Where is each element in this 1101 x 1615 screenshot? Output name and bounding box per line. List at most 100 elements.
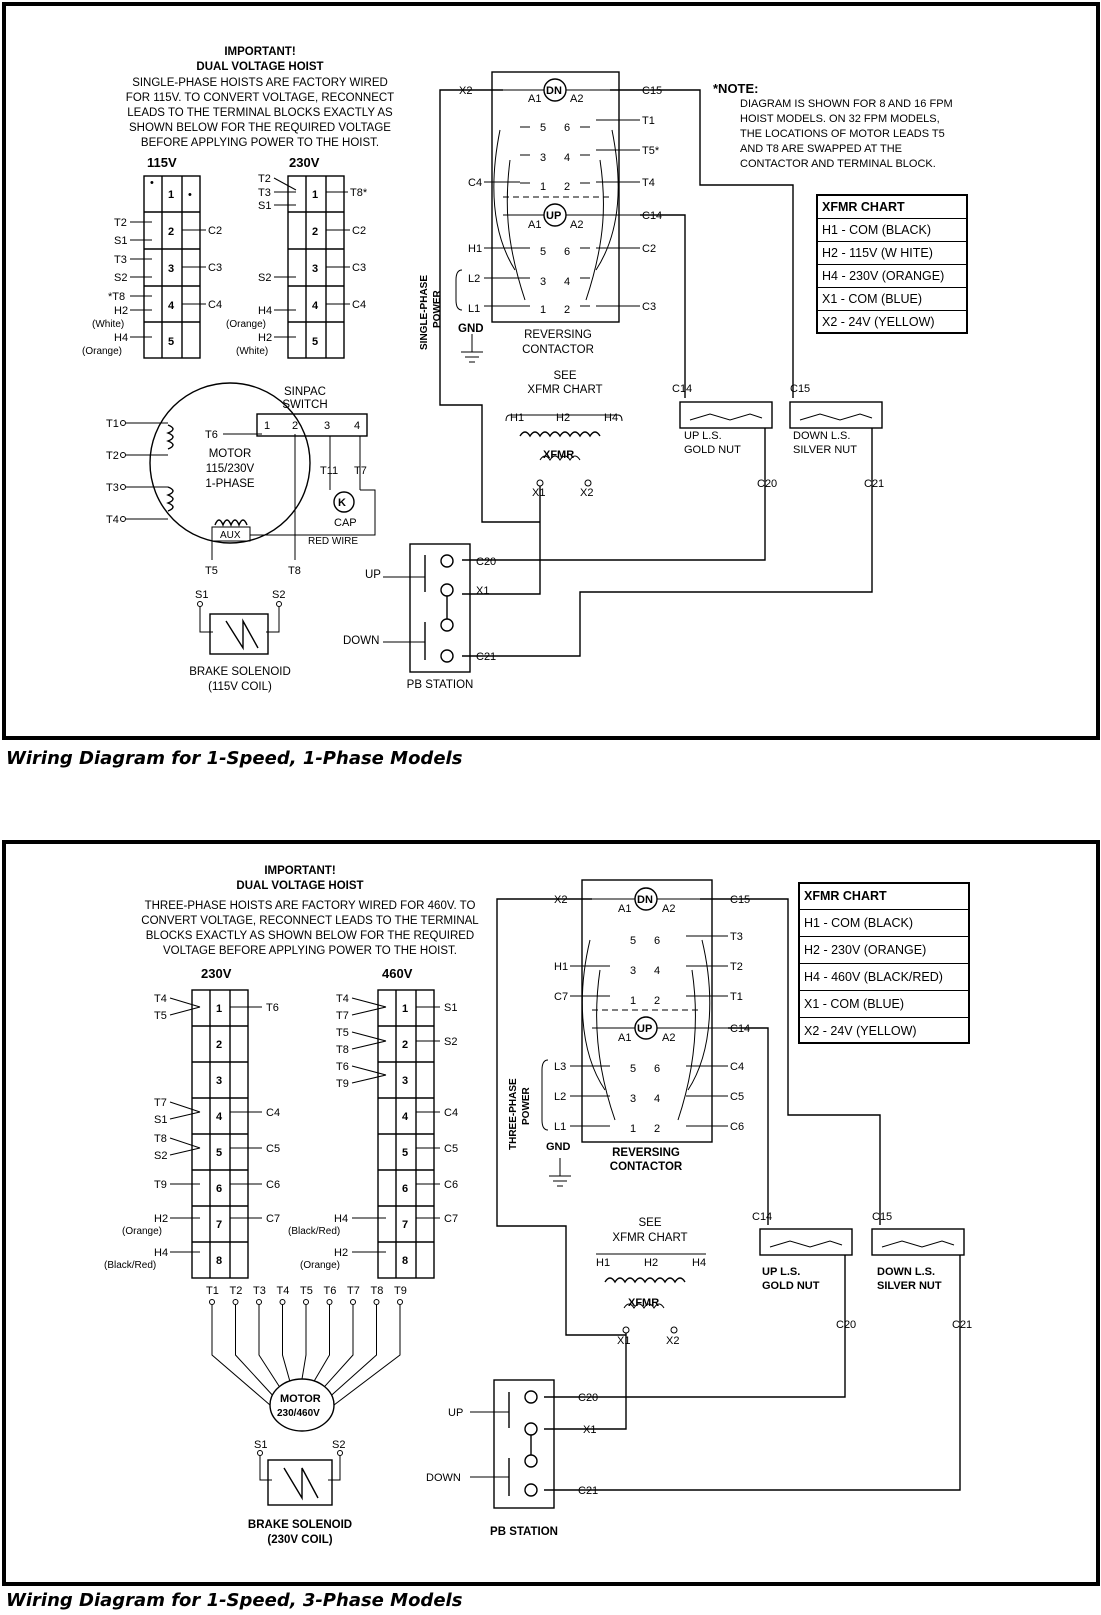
svg-text:C4: C4 — [266, 1107, 280, 1119]
svg-text:H4: H4 — [334, 1213, 348, 1225]
svg-text:C21: C21 — [578, 1485, 598, 1497]
svg-text:5: 5 — [402, 1147, 408, 1159]
d1-down-ls-2: SILVER NUT — [793, 444, 857, 456]
d2-brake-label-2: (230V COIL) — [267, 1534, 333, 1546]
d2-xfmr-chart-row: X1 - COM (BLUE) — [800, 990, 968, 1017]
svg-text:4: 4 — [312, 300, 319, 312]
d2-contactor-label: REVERSING — [612, 1147, 680, 1159]
svg-text:T6: T6 — [336, 1061, 349, 1073]
d2-motor-lead-terminal — [397, 1299, 403, 1305]
svg-text:C5: C5 — [730, 1091, 744, 1103]
d1-see-xfmr: SEE — [553, 370, 577, 382]
svg-text:T4: T4 — [642, 177, 655, 189]
svg-text:1: 1 — [540, 181, 546, 193]
svg-text:T7: T7 — [154, 1097, 167, 1109]
svg-text:(Black/Red): (Black/Red) — [288, 1226, 340, 1237]
svg-text:1: 1 — [540, 304, 546, 316]
d1-block-title-115v: 115V — [147, 155, 177, 170]
d2-xfmr-chart: XFMR CHART H1 - COM (BLACK) H2 - 230V (O… — [798, 882, 970, 1044]
d1-xfmr-label: XFMR — [543, 449, 574, 461]
d1-motor-line-2: 115/230V — [205, 463, 255, 475]
svg-text:C20: C20 — [836, 1319, 856, 1331]
d2-power-label: THREE-PHASE — [508, 1078, 519, 1150]
svg-text:2: 2 — [564, 304, 570, 316]
svg-text:5: 5 — [540, 122, 546, 134]
svg-text:C3: C3 — [642, 301, 656, 313]
d2-see-xfmr-2: XFMR CHART — [612, 1232, 688, 1244]
svg-text:C4: C4 — [468, 177, 482, 189]
d1-pb-station — [383, 543, 471, 673]
d2-motor-lead-terminal — [326, 1299, 333, 1305]
svg-text:T8: T8 — [288, 565, 301, 577]
svg-text:T5: T5 — [154, 1010, 167, 1022]
svg-text:4: 4 — [564, 152, 570, 164]
svg-text:L3: L3 — [554, 1061, 566, 1073]
svg-text:T7: T7 — [354, 465, 367, 477]
svg-text:H1: H1 — [596, 1257, 610, 1269]
d2-motor-lead-wire — [258, 1305, 280, 1387]
svg-text:C4: C4 — [444, 1107, 458, 1119]
svg-text:2: 2 — [168, 226, 174, 238]
d1-note-line-5: CONTACTOR AND TERMINAL BLOCK. — [740, 158, 936, 170]
svg-text:K: K — [338, 497, 346, 509]
svg-text:4: 4 — [216, 1111, 223, 1123]
d2-motor-lead-wire — [235, 1305, 273, 1396]
svg-text:T7: T7 — [336, 1010, 349, 1022]
d2-xfmr-chart-row: H2 - 230V (ORANGE) — [800, 936, 968, 963]
svg-text:H4: H4 — [154, 1247, 168, 1259]
svg-text:3: 3 — [324, 420, 330, 432]
d1-xfmr-chart-row: H2 - 115V (W HITE) — [818, 241, 966, 264]
d2-motor-lead-label: T7 — [347, 1285, 360, 1297]
d2-down-ls: DOWN L.S. — [877, 1266, 936, 1278]
d1-xfmr-chart-row: H4 - 230V (ORANGE) — [818, 264, 966, 287]
svg-text:2: 2 — [292, 420, 298, 432]
svg-text:C7: C7 — [554, 991, 568, 1003]
d1-note-title: *NOTE: — [713, 81, 759, 96]
svg-text:•: • — [188, 189, 192, 201]
svg-text:H4: H4 — [258, 305, 272, 317]
d1-note-line-2: HOIST MODELS. ON 32 FPM MODELS, — [740, 113, 940, 125]
svg-text:X2: X2 — [554, 894, 567, 906]
d2-up-ls-2: GOLD NUT — [762, 1280, 820, 1292]
svg-text:7: 7 — [402, 1219, 408, 1231]
d2-important-title: IMPORTANT! — [264, 865, 336, 877]
svg-text:7: 7 — [216, 1219, 222, 1231]
svg-text:L1: L1 — [554, 1121, 566, 1133]
d2-motor-lead-terminal — [350, 1299, 356, 1305]
svg-text:5: 5 — [540, 246, 546, 258]
svg-text:C2: C2 — [642, 243, 656, 255]
svg-text:3: 3 — [540, 152, 546, 164]
svg-text:C6: C6 — [266, 1179, 280, 1191]
svg-text:4: 4 — [654, 965, 660, 977]
svg-text:T6: T6 — [205, 429, 218, 441]
d2-motor-lead-wire — [333, 1305, 401, 1406]
d2-motor-label-2: 230/460V — [277, 1408, 320, 1419]
svg-text:(Orange): (Orange) — [82, 346, 122, 357]
d1-up-ls: UP L.S. — [684, 430, 722, 442]
d1-important-line-2: FOR 115V. TO CONVERT VOLTAGE, RECONNECT — [125, 92, 395, 104]
d1-aux-label: AUX — [220, 530, 241, 541]
svg-text:H4: H4 — [114, 332, 128, 344]
d2-xfmr-chart-row: H1 - COM (BLACK) — [800, 909, 968, 936]
svg-text:4: 4 — [168, 300, 175, 312]
d2-down-label: DOWN — [426, 1472, 461, 1484]
d2-up-ls: UP L.S. — [762, 1266, 801, 1278]
svg-text:S2: S2 — [154, 1150, 167, 1162]
svg-text:S1: S1 — [258, 200, 271, 212]
d1-important-subtitle: DUAL VOLTAGE HOIST — [196, 61, 324, 73]
d1-sinpac: SINPAC — [284, 386, 326, 398]
d1-brake-label: BRAKE SOLENOID — [189, 666, 291, 678]
svg-text:C20: C20 — [578, 1392, 598, 1404]
svg-text:X1: X1 — [476, 585, 489, 597]
svg-text:DN: DN — [546, 85, 562, 97]
d2-motor-lead-wire — [331, 1305, 377, 1396]
d1-note-line-3: THE LOCATIONS OF MOTOR LEADS T5 — [740, 128, 945, 140]
d2-xfmr-chart-row: X2 - 24V (YELLOW) — [800, 1017, 968, 1044]
svg-text:C21: C21 — [952, 1319, 972, 1331]
d1-up-label: UP — [365, 569, 381, 581]
d2-up-label: UP — [448, 1407, 463, 1419]
